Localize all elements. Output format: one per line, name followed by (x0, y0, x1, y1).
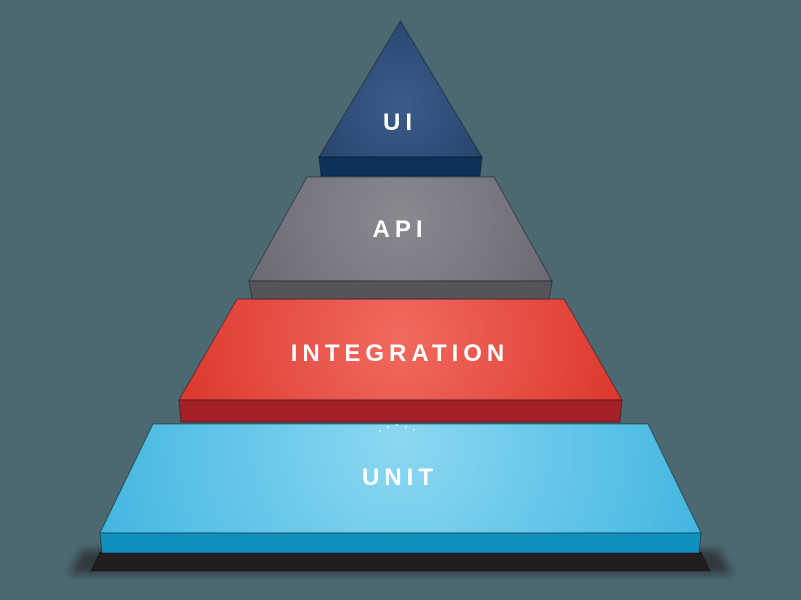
integration-label: INTEGRATION (291, 340, 510, 367)
pyramid-base (69, 550, 732, 574)
unit-label: UNIT (362, 464, 438, 491)
tier-unit: UNIT (99, 423, 702, 554)
unit-front-edge (99, 532, 702, 554)
sparkle-dots (379, 423, 415, 432)
api-label: API (372, 216, 427, 243)
tier-integration: INTEGRATION (178, 298, 623, 423)
ui-face (318, 20, 483, 158)
tier-api: API (248, 176, 553, 300)
ui-front-edge (318, 156, 483, 177)
tier-ui: UI (318, 20, 483, 177)
base-slab (90, 551, 711, 572)
ui-label: UI (383, 109, 417, 136)
api-front-edge (248, 280, 553, 300)
integration-front-edge (178, 399, 623, 423)
